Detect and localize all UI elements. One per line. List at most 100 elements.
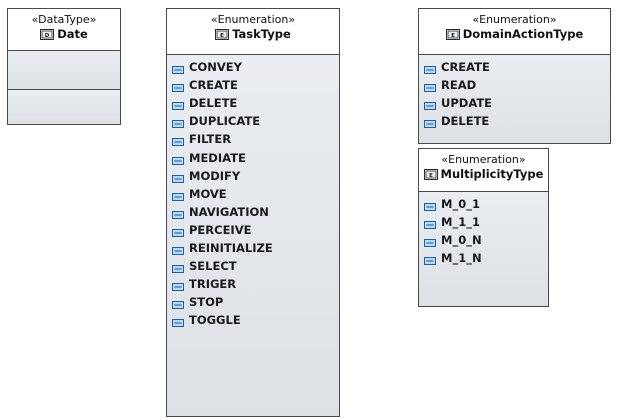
enumeration-literal-icon bbox=[172, 99, 184, 111]
enumeration-tasktype[interactable]: «Enumeration» E TaskType CONVEY CREATE DEL… bbox=[166, 8, 340, 417]
enum-literal-label: DELETE bbox=[189, 96, 238, 111]
datatype-date[interactable]: «DataType» D Date bbox=[7, 8, 121, 125]
enumeration-literal-icon bbox=[424, 63, 436, 75]
enum-literal-label: DUPLICATE bbox=[189, 114, 261, 129]
enum-literal[interactable]: STOP bbox=[172, 293, 339, 311]
datatype-icon: D bbox=[40, 29, 55, 44]
classifier-name: Date bbox=[57, 27, 88, 41]
enum-literal-label: REINITIALIZE bbox=[189, 240, 273, 255]
enum-literal[interactable]: DUPLICATE bbox=[172, 112, 339, 130]
classifier-name: DomainActionType bbox=[462, 27, 584, 41]
enum-literal[interactable]: DELETE bbox=[424, 112, 610, 130]
classifier-name-row: E MultiplicityType bbox=[419, 167, 548, 184]
enum-literal-label: CREATE bbox=[189, 78, 238, 93]
enum-literal-label: STOP bbox=[189, 295, 224, 310]
enum-literal-label: DELETE bbox=[441, 114, 490, 129]
enum-literal[interactable]: DELETE bbox=[172, 94, 339, 112]
enum-literal[interactable]: FILTER bbox=[172, 130, 339, 148]
enum-literal-label: M_0_1 bbox=[441, 197, 480, 212]
enumeration-literal-icon bbox=[172, 262, 184, 274]
enumeration-literal-icon bbox=[424, 99, 436, 111]
enum-literal-label: READ bbox=[441, 78, 477, 93]
enumeration-literal-icon bbox=[424, 81, 436, 93]
enum-literal[interactable]: CREATE bbox=[172, 76, 339, 94]
enumeration-literal-icon bbox=[424, 117, 436, 129]
stereotype-label: «DataType» bbox=[31, 13, 97, 26]
enum-literal[interactable]: CONVEY bbox=[172, 58, 339, 76]
enumeration-literal-icon bbox=[172, 172, 184, 183]
enum-literal[interactable]: MEDIATE bbox=[172, 148, 339, 166]
enum-literal-label: MOVE bbox=[189, 186, 227, 201]
enum-literal-label: PERCEIVE bbox=[189, 222, 252, 237]
stereotype-label: «Enumeration» bbox=[210, 13, 296, 26]
stereotype-label: «Enumeration» bbox=[472, 13, 557, 26]
attributes-compartment bbox=[8, 51, 120, 90]
enum-literal[interactable]: MOVE bbox=[172, 185, 339, 203]
enumeration-icon: E bbox=[215, 29, 230, 44]
enum-literal[interactable]: TOGGLE bbox=[172, 311, 339, 329]
enum-literal[interactable]: M_1_N bbox=[424, 249, 548, 267]
enum-literal[interactable]: PERCEIVE bbox=[172, 221, 339, 239]
enumeration-literal-icon bbox=[172, 208, 184, 219]
enum-literal-label: TOGGLE bbox=[189, 313, 241, 328]
enumeration-literal-icon bbox=[172, 316, 184, 328]
classifier-header: «Enumeration» E MultiplicityType bbox=[419, 149, 548, 192]
enum-literal-label: MEDIATE bbox=[189, 150, 246, 165]
enum-literal-label: M_0_N bbox=[441, 233, 482, 248]
operations-compartment bbox=[8, 90, 120, 124]
classifier-header: «Enumeration» E DomainActionType bbox=[419, 9, 610, 55]
enumeration-literal-icon bbox=[424, 200, 436, 212]
enumeration-icon: E bbox=[445, 29, 460, 44]
enumeration-literal-icon bbox=[424, 236, 436, 248]
enum-literal[interactable]: REINITIALIZE bbox=[172, 239, 339, 257]
classifier-name: MultiplicityType bbox=[440, 167, 544, 181]
enum-literal[interactable]: M_1_1 bbox=[424, 213, 548, 231]
enum-literal[interactable]: M_0_N bbox=[424, 231, 548, 249]
svg-text:D: D bbox=[45, 33, 50, 39]
enumeration-literal-icon bbox=[172, 190, 184, 201]
enumeration-literal-icon bbox=[172, 135, 184, 147]
classifier-name: TaskType bbox=[232, 27, 291, 41]
enumeration-domainactiontype[interactable]: «Enumeration» E DomainActionType CREATE R… bbox=[418, 8, 611, 144]
enum-literal[interactable]: M_0_1 bbox=[424, 195, 548, 213]
enumeration-literal-icon bbox=[172, 226, 184, 237]
svg-text:E: E bbox=[429, 173, 433, 179]
enum-literal-label: TRIGER bbox=[189, 277, 237, 292]
enum-literal[interactable]: NAVIGATION bbox=[172, 203, 339, 221]
enumeration-literal-icon bbox=[172, 280, 184, 292]
enum-literal-label: M_1_N bbox=[441, 251, 482, 266]
enumeration-literal-icon bbox=[172, 244, 184, 255]
enumeration-icon: E bbox=[423, 169, 438, 184]
enumeration-literal-icon bbox=[172, 298, 184, 310]
enumeration-literal-icon bbox=[172, 63, 184, 75]
enumeration-literal-icon bbox=[172, 154, 184, 165]
enum-literal[interactable]: CREATE bbox=[424, 58, 610, 76]
classifier-header: «DataType» D Date bbox=[8, 9, 120, 51]
enum-literal-label: NAVIGATION bbox=[189, 204, 269, 219]
svg-text:E: E bbox=[451, 33, 455, 39]
svg-text:E: E bbox=[220, 33, 224, 39]
classifier-name-row: E TaskType bbox=[167, 27, 339, 44]
enum-literal-label: SELECT bbox=[189, 259, 237, 274]
enum-literal-label: CREATE bbox=[441, 60, 490, 75]
enum-literal-label: CONVEY bbox=[189, 60, 242, 75]
enum-literal[interactable]: READ bbox=[424, 76, 610, 94]
enum-literal[interactable]: SELECT bbox=[172, 257, 339, 275]
enum-literal-label: M_1_1 bbox=[441, 215, 480, 230]
classifier-name-row: E DomainActionType bbox=[419, 27, 610, 44]
stereotype-label: «Enumeration» bbox=[441, 153, 526, 166]
classifier-name-row: D Date bbox=[8, 27, 120, 44]
enumeration-literal-icon bbox=[172, 117, 184, 129]
enum-literal[interactable]: UPDATE bbox=[424, 94, 610, 112]
enumeration-literal-icon bbox=[172, 81, 184, 93]
enumeration-literal-icon bbox=[424, 218, 436, 230]
enum-literal[interactable]: TRIGER bbox=[172, 275, 339, 293]
enumeration-literal-icon bbox=[424, 254, 436, 266]
enum-literal[interactable]: MODIFY bbox=[172, 167, 339, 185]
